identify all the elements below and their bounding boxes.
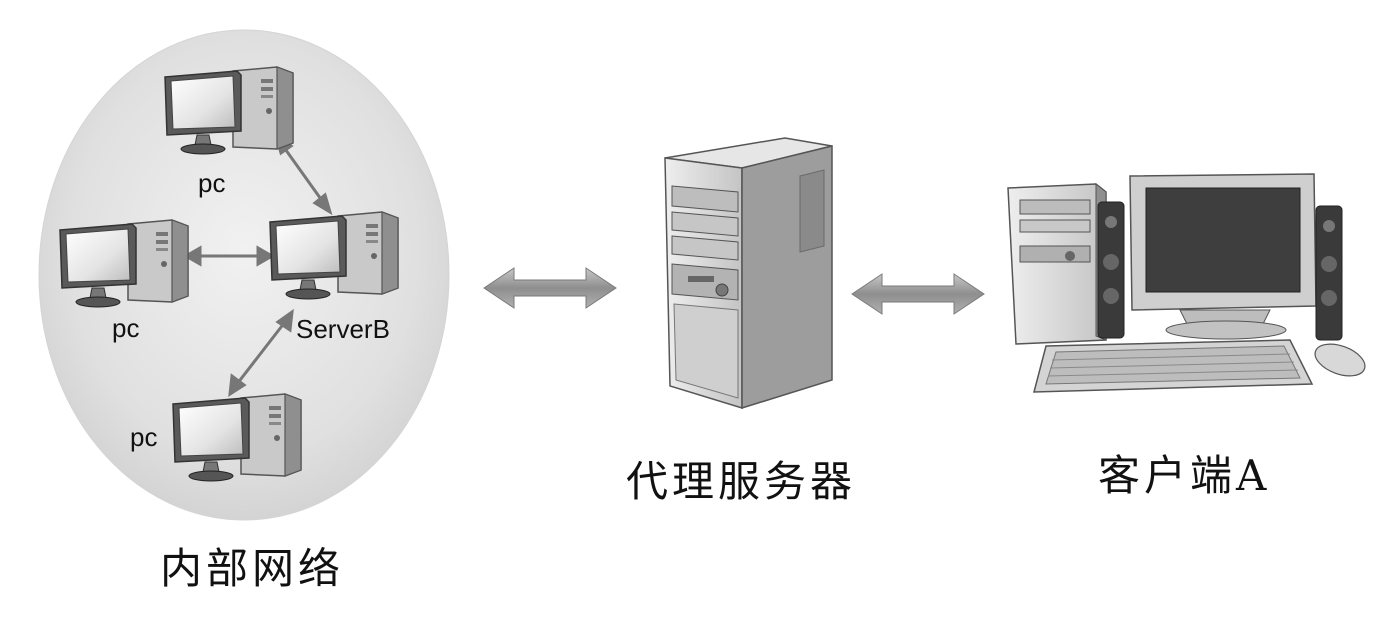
internal-network-region [38,29,450,521]
proxy-server-icon [664,137,833,410]
link-network-proxy-icon [483,267,617,309]
server-b-label: ServerB [296,314,390,344]
proxy-server-label: 代理服务器 [626,457,856,506]
client-a-icon [1007,173,1366,393]
pc-left-label: pc [112,313,139,343]
internal-network-label: 内部网络 [160,544,344,593]
client-a-label: 客户端A [1098,451,1270,500]
link-proxy-client-icon [851,273,985,315]
pc-bottom-label: pc [130,422,157,452]
pc-top-label: pc [198,168,225,198]
